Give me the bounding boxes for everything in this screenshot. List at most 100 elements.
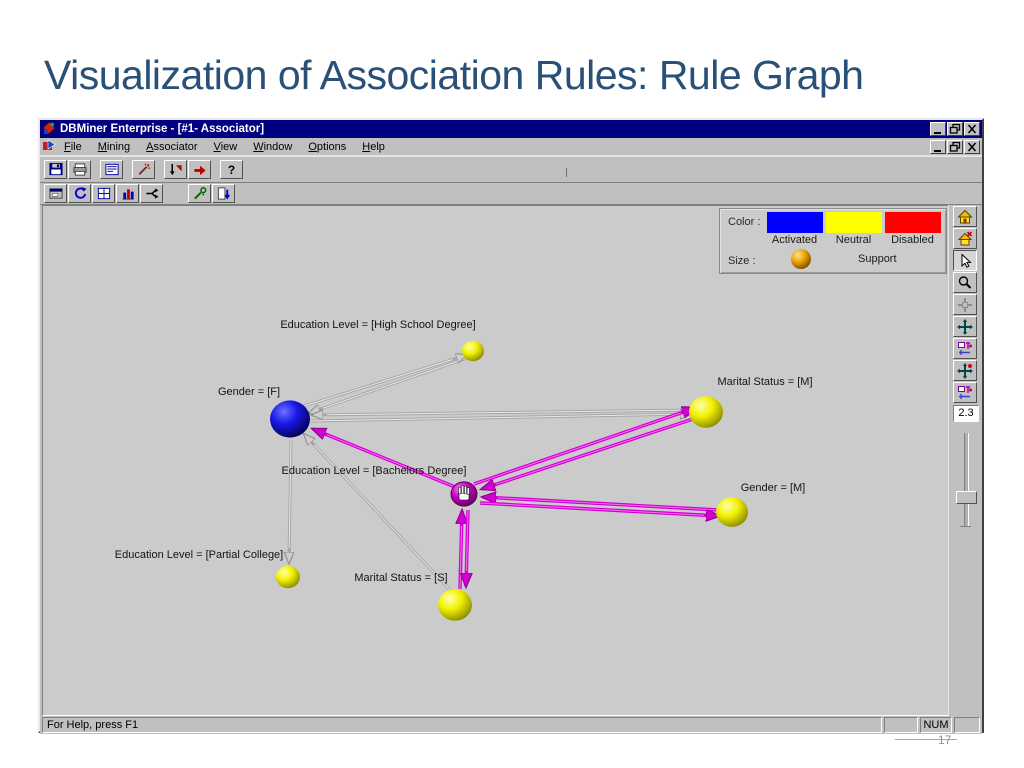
save-button[interactable] — [44, 160, 67, 179]
legend-swatch — [884, 212, 941, 233]
analyze-button[interactable] — [188, 184, 211, 203]
graph-edge-highlight — [326, 409, 696, 416]
graph-node-gm[interactable] — [716, 497, 748, 527]
analyze-icon — [193, 187, 206, 200]
graph-node-mm[interactable] — [689, 396, 723, 428]
legend-swatch — [825, 212, 882, 233]
graph-node-label-pc: Education Level = [Partial College] — [115, 549, 283, 561]
pointer-button[interactable] — [953, 250, 977, 271]
graph-edge-highlight — [497, 497, 719, 511]
rule-graph-canvas[interactable]: Education Level = [High School Degree] Ge… — [42, 205, 950, 716]
menu-item-associator[interactable]: Associator — [146, 140, 198, 153]
help-button[interactable]: ? — [220, 160, 243, 179]
menu-item-help[interactable]: Help — [362, 140, 385, 153]
graph-node-hs[interactable] — [462, 340, 484, 362]
move-alt-icon — [957, 362, 973, 379]
wand-icon — [138, 163, 150, 175]
report-view-icon — [104, 163, 119, 176]
print-icon — [72, 163, 87, 176]
refresh-button[interactable] — [68, 184, 91, 203]
legend-size-label: Size : — [728, 255, 756, 267]
graph-edge-highlight — [313, 444, 452, 592]
graph-node-ms[interactable] — [438, 589, 472, 621]
legend-swatch-label: Disabled — [891, 234, 934, 246]
zoom-icon — [958, 275, 972, 289]
menu-item-mining[interactable]: Mining — [97, 140, 131, 153]
menu-item-file[interactable]: File — [64, 140, 82, 153]
move-alt-button[interactable] — [953, 360, 977, 381]
graph-node-pc[interactable] — [276, 565, 300, 589]
rule-settings-alt-button[interactable] — [953, 382, 977, 403]
print-button[interactable] — [68, 160, 91, 179]
graph-edge-highlight — [465, 509, 469, 572]
page-title: Visualization of Association Rules: Rule… — [44, 52, 864, 98]
menu-item-window[interactable]: Window — [253, 140, 293, 153]
restore-icon — [949, 123, 961, 134]
properties-button[interactable] — [44, 184, 67, 203]
graph-node-label-gm: Gender = [M] — [741, 482, 806, 494]
rule-settings-icon — [958, 341, 972, 355]
grid-view-icon — [97, 187, 110, 200]
graph-edge-highlight — [496, 418, 694, 485]
threshold-slider-track[interactable] — [964, 433, 969, 527]
minimize-icon — [934, 149, 941, 152]
menubar: File Mining Associator View Window Options Hel… — [40, 138, 982, 156]
properties-icon — [48, 188, 63, 199]
graph-node-f[interactable] — [270, 400, 310, 438]
menu-item-view[interactable]: View — [213, 140, 238, 153]
legend-color-label: Color : — [728, 216, 761, 228]
client-area: Education Level = [High School Degree] Ge… — [40, 205, 982, 716]
legend-support-label: Support — [858, 253, 897, 265]
status-panel-blank1 — [884, 717, 918, 733]
hand-cursor-icon — [458, 485, 470, 501]
mdi-close-button[interactable] — [964, 139, 980, 154]
forward-arrow-button[interactable] — [188, 160, 211, 179]
close-button[interactable] — [964, 122, 980, 136]
zoom-button[interactable] — [953, 272, 977, 293]
legend-swatch — [766, 212, 823, 233]
slide-page-number: 17 — [938, 733, 952, 747]
mining-toolbar — [40, 182, 982, 205]
restore-icon — [949, 141, 961, 152]
refresh-icon — [74, 186, 87, 199]
home-icon — [957, 209, 973, 223]
home-button[interactable] — [953, 206, 977, 227]
pan-button[interactable] — [953, 294, 977, 315]
threshold-slider-handle[interactable] — [956, 491, 977, 504]
mdi-restore-button[interactable] — [947, 139, 963, 154]
rule-settings-button[interactable] — [953, 338, 977, 359]
report-view-button[interactable] — [100, 160, 123, 179]
legend-item-disabled: Disabled — [883, 212, 942, 246]
threshold-value[interactable]: 2.3 — [953, 405, 979, 422]
sort-descending-icon — [169, 163, 182, 176]
bar-chart-button[interactable] — [116, 184, 139, 203]
home-remove-icon — [957, 230, 973, 245]
legend-item-neutral: Neutral — [824, 212, 883, 246]
graph-node-label-hs: Education Level = [High School Degree] — [280, 319, 475, 331]
graph-edge-highlight — [473, 412, 681, 485]
restore-button[interactable] — [947, 122, 963, 136]
minimize-icon — [934, 132, 941, 134]
branch-view-button[interactable] — [140, 184, 163, 203]
graph-node-label-mm: Marital Status = [M] — [717, 376, 812, 388]
graph-edge-highlight — [479, 502, 705, 516]
exit-button[interactable] — [212, 184, 235, 203]
rule-settings-alt-icon — [958, 385, 972, 399]
home-remove-button[interactable] — [953, 228, 977, 249]
sort-descending-button[interactable] — [164, 160, 187, 179]
mdi-minimize-button[interactable] — [930, 139, 946, 154]
move-button[interactable] — [953, 316, 977, 337]
graph-node-label-bach: Education Level = [Bachelors Degree] — [282, 465, 467, 477]
window-title: DBMiner Enterprise - [#1- Associator] — [60, 123, 265, 135]
wand-button[interactable] — [132, 160, 155, 179]
app-icon — [42, 121, 56, 138]
menu-item-options[interactable]: Options — [308, 140, 347, 153]
save-icon — [48, 162, 63, 176]
footer-line — [895, 739, 957, 740]
status-panel-blank2 — [954, 717, 980, 733]
help-icon: ? — [227, 162, 236, 177]
grid-view-button[interactable] — [92, 184, 115, 203]
window-titlebar: DBMiner Enterprise - [#1- Associator] — [40, 120, 982, 138]
legend-swatch-label: Activated — [771, 234, 818, 246]
minimize-button[interactable] — [930, 122, 946, 136]
